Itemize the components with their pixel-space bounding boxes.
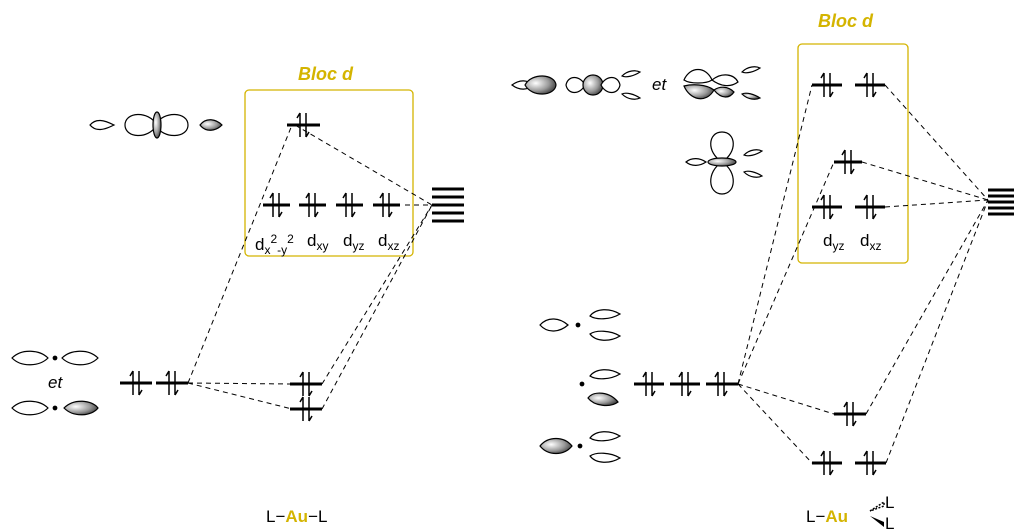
left-ligand-levels: [120, 370, 188, 396]
right-panel: Bloc d: [510, 11, 1014, 529]
right-dz2-orbital-icon: [685, 131, 764, 195]
right-label-dyz: dyz: [823, 231, 844, 253]
right-bonding-levels: [812, 401, 886, 476]
right-bloc-d-box: [797, 43, 909, 264]
left-label-dxy: dxy: [307, 231, 328, 253]
right-dyz-dxz-levels: [812, 194, 885, 220]
ligand-orbital-icons-left: [11, 350, 99, 416]
left-bloc-d-title: Bloc d: [298, 64, 354, 84]
left-complex-formula: L−Au−L: [266, 507, 327, 526]
left-correlation-lines: [187, 124, 433, 410]
left-d-levels: [263, 192, 400, 218]
right-complex-formula: L−Au: [806, 507, 848, 526]
dz2-orbital-icon: [89, 111, 223, 139]
right-dz2-level: [834, 149, 862, 175]
left-bloc-d-box: [244, 89, 414, 257]
right-metal-d-stack: [988, 188, 1014, 216]
right-complex-l3: L: [885, 514, 894, 529]
right-ligand-levels: [634, 371, 738, 397]
right-et-label: et: [652, 75, 667, 94]
right-complex-l2: L: [885, 493, 894, 512]
right-complex-wedges: [869, 500, 885, 527]
right-top-levels: [812, 72, 885, 98]
right-label-dxz: dxz: [860, 231, 881, 253]
left-panel: Bloc d dx2-y2: [11, 64, 464, 526]
left-label-dyz: dyz: [343, 231, 364, 253]
left-dz2-level: [287, 112, 320, 138]
left-et-label: et: [48, 373, 63, 392]
right-bloc-d-title: Bloc d: [818, 11, 874, 31]
right-correlation-lines: [737, 84, 989, 464]
left-label-dxz: dxz: [378, 231, 399, 253]
right-top-orbital-icons: [510, 66, 762, 100]
right-ligand-orbital-icons: [539, 309, 622, 463]
left-bonding-levels: [290, 371, 322, 422]
left-label-dx2y2: dx2-y2: [255, 232, 294, 257]
left-metal-d-stack: [432, 187, 464, 223]
